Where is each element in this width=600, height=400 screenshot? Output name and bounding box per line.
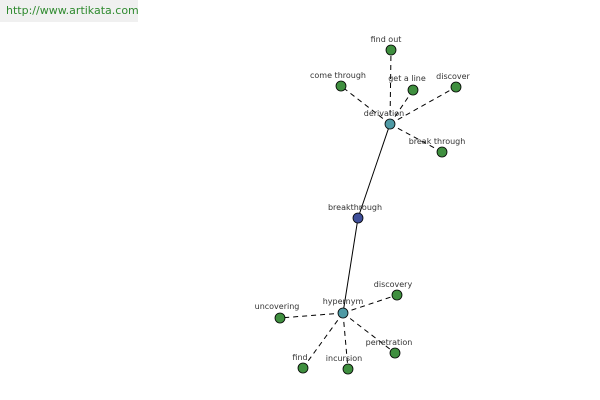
nodes-layer [274, 44, 462, 375]
node-label-breakthrough: breakthrough [328, 203, 382, 212]
node-label-derivation: derivation [364, 109, 404, 118]
node-hypernym[interactable] [337, 307, 349, 319]
node-discovery[interactable] [391, 289, 403, 301]
node-find-out[interactable] [385, 44, 397, 56]
node-find[interactable] [297, 362, 309, 374]
edge-derivation-come-through [340, 85, 391, 125]
node-label-find-out: find out [371, 35, 402, 44]
edge-breakthrough-derivation [357, 123, 391, 219]
node-derivation[interactable] [384, 118, 396, 130]
node-label-discover: discover [436, 72, 470, 81]
edge-derivation-break-through [389, 123, 443, 153]
node-label-break-through: break through [409, 137, 466, 146]
node-label-uncovering: uncovering [255, 302, 300, 311]
node-label-hypernym: hypernym [323, 297, 364, 306]
edge-hypernym-find [302, 312, 344, 369]
node-break-through[interactable] [436, 146, 448, 158]
edge-hypernym-uncovering [279, 312, 344, 319]
node-incursion[interactable] [342, 363, 354, 375]
edges-layer [279, 49, 457, 370]
edge-hypernym-incursion [342, 312, 349, 370]
edge-hypernym-penetration [342, 312, 396, 354]
node-label-come-through: come through [310, 71, 366, 80]
edge-derivation-find-out [389, 49, 392, 125]
node-label-get-a-line: get a line [388, 74, 426, 83]
node-breakthrough[interactable] [352, 212, 364, 224]
node-label-incursion: incursion [326, 354, 362, 363]
node-get-a-line[interactable] [407, 84, 419, 96]
node-penetration[interactable] [389, 347, 401, 359]
node-come-through[interactable] [335, 80, 347, 92]
edge-breakthrough-hypernym [342, 217, 359, 314]
node-label-discovery: discovery [374, 280, 413, 289]
edge-hypernym-discovery [342, 294, 398, 314]
node-label-penetration: penetration [366, 338, 413, 347]
watermark-url: http://www.artikata.com [0, 0, 139, 22]
edge-derivation-discover [389, 86, 457, 125]
labels-layer: breakthrough derivation hypernym find out co… [255, 35, 471, 363]
node-discover[interactable] [450, 81, 462, 93]
node-uncovering[interactable] [274, 312, 286, 324]
node-label-find: find [292, 353, 307, 362]
edge-derivation-get-a-line [389, 89, 414, 125]
